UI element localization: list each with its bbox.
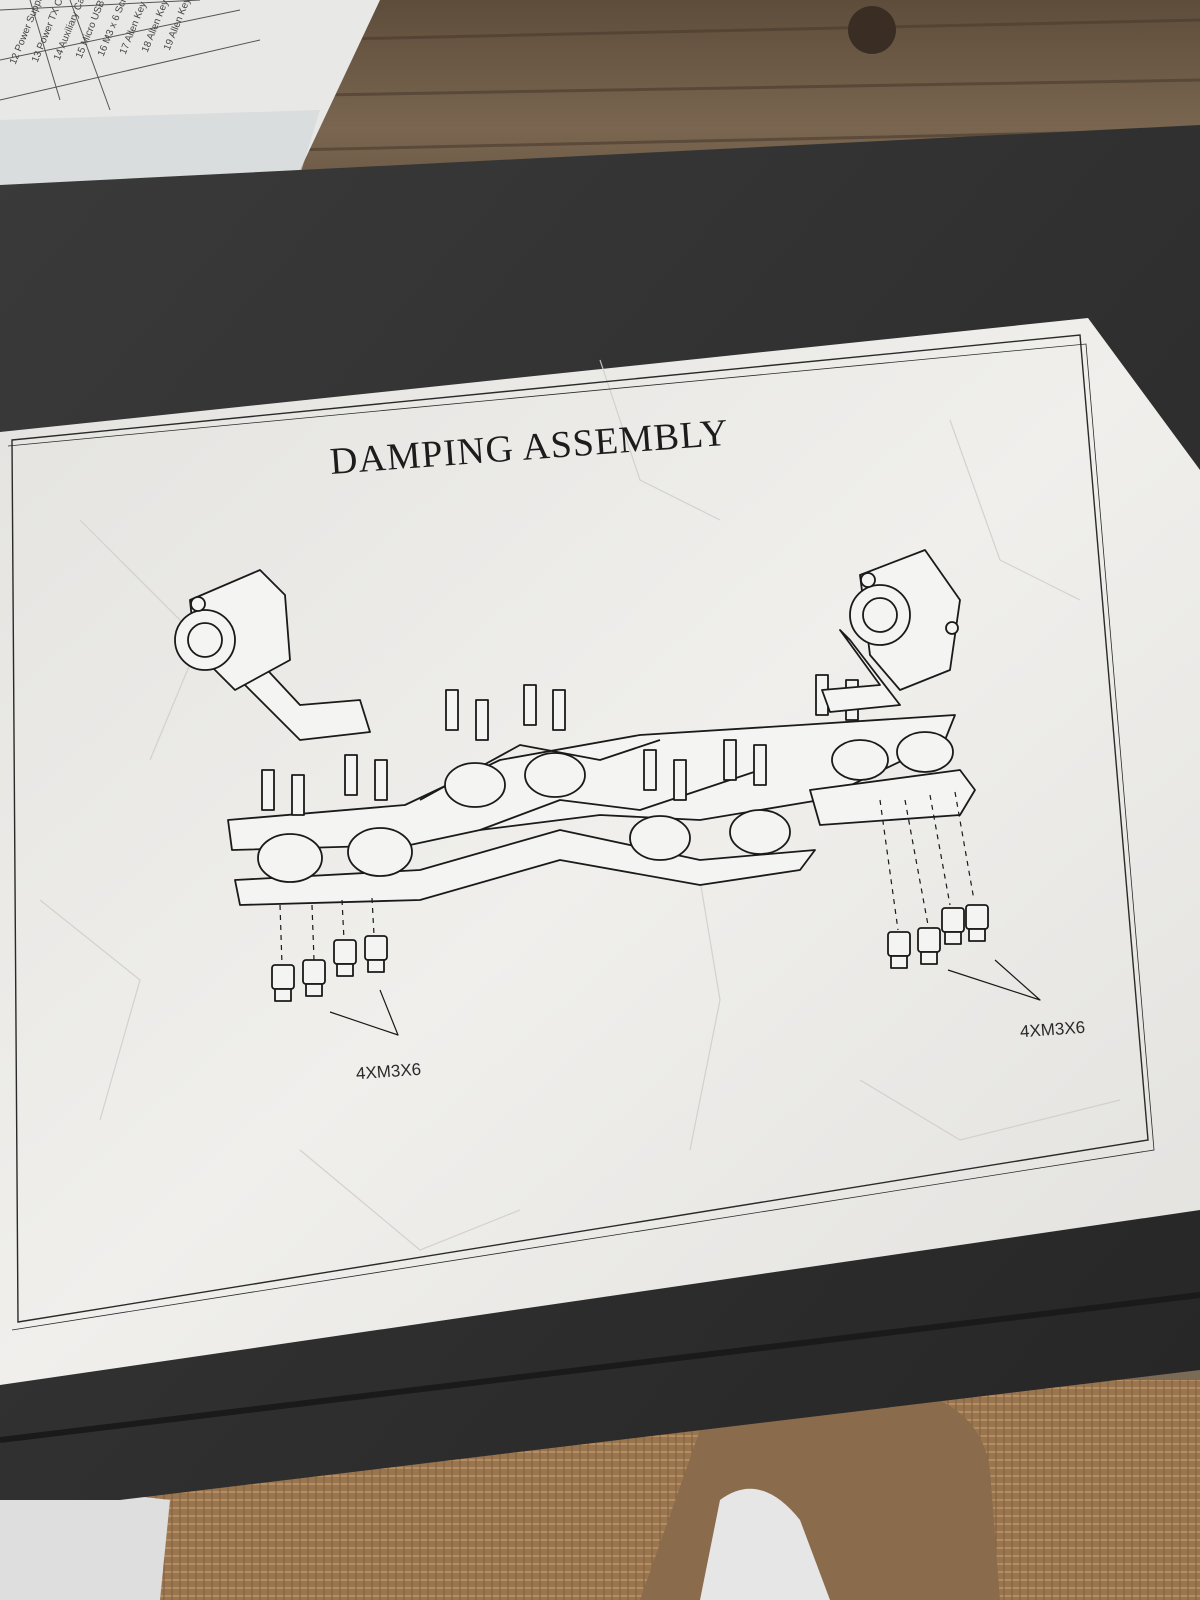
damping-balls	[257, 731, 954, 883]
plastic-bag	[700, 1488, 830, 1600]
right-screws	[887, 904, 989, 969]
left-camera-mount	[174, 569, 371, 741]
bottom-plate	[234, 829, 816, 906]
right-camera-mount	[821, 549, 961, 713]
left-screws	[271, 935, 388, 1002]
wood-knot	[848, 6, 896, 54]
damping-assembly-drawing	[174, 549, 1041, 1036]
right-arm	[809, 769, 976, 826]
paper-frame	[11, 334, 1149, 1323]
